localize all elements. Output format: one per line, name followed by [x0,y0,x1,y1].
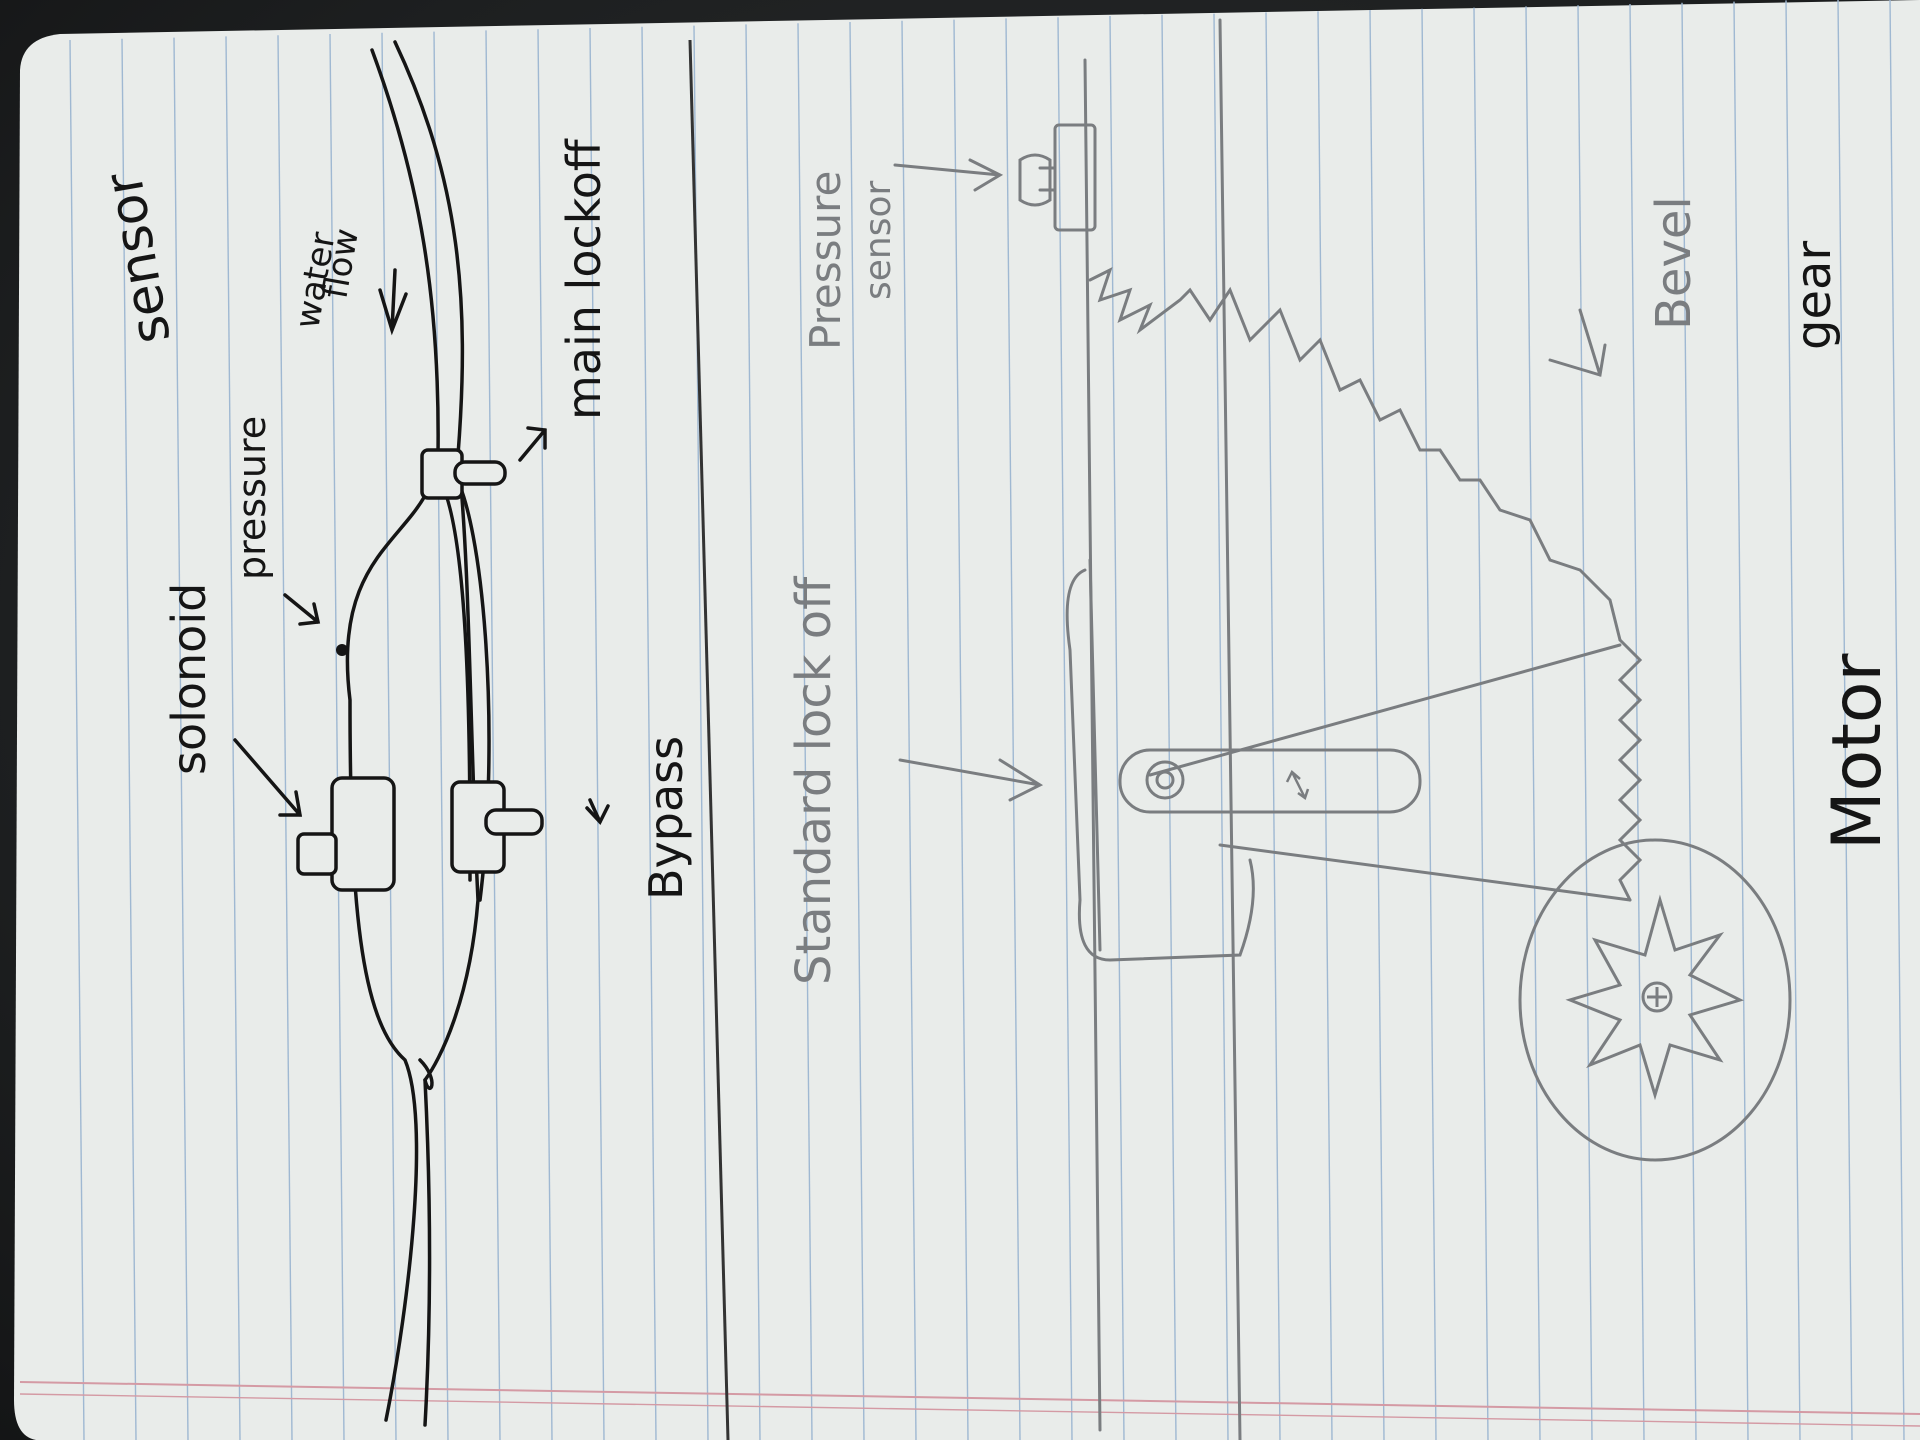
ruled-line [953,19,969,1440]
label-standard-lockoff: Standard lock off [786,576,842,985]
ruled-line [329,33,345,1440]
label-main-lockoff: main lockoff [557,138,611,420]
double-arrow-icon [1285,769,1310,801]
ruled-line [1109,15,1125,1440]
ruled-line [1265,12,1281,1440]
section-divider [688,39,730,1440]
label-bypass: Bypass [639,736,693,900]
ruled-line [537,29,553,1440]
label-solonoid: solonoid [162,583,216,775]
ruled-line [433,31,449,1440]
ruled-line [1005,18,1021,1440]
ruled-line [1369,9,1385,1440]
ruled-line [1681,2,1697,1440]
main-lockoff-valve [420,448,507,500]
ruled-line [1213,13,1229,1440]
bypass-valve [450,780,544,874]
ruled-line [381,32,397,1440]
ruled-line [1889,0,1905,1440]
arrow-left-icon [378,268,408,336]
label-bevel: Bevel [1646,196,1702,330]
ruled-line [173,37,189,1440]
margin-line-2 [19,1393,1920,1427]
ruled-line [121,38,137,1440]
ruled-line [1629,3,1645,1440]
ruled-line [1473,7,1489,1440]
ruled-line [485,30,501,1440]
ruled-line [1161,14,1177,1440]
ruled-line [1837,0,1853,1440]
margin-line [19,1381,1920,1415]
ruled-line [225,36,241,1440]
ruled-line [901,20,917,1440]
lockoff-mechanism [893,18,1792,1440]
ruled-line [849,21,865,1440]
ruled-line [797,23,813,1440]
ruled-line [69,39,85,1440]
ruled-line [1733,1,1749,1440]
paper-sheet [14,0,1920,1440]
ruled-line [277,35,293,1440]
label-gear: gear [1786,241,1842,350]
gear-icon [1565,894,1745,1101]
label-motor: Motor [1818,653,1897,850]
ruled-line [641,26,657,1440]
ruled-line [1525,6,1541,1440]
label-sensor-bottom: sensor [858,180,899,300]
label-pressure-bottom: Pressure [801,171,850,350]
ruled-line [1057,17,1073,1440]
arrow-pointer-icon [233,426,610,826]
solenoid [296,776,396,892]
ruled-line [1421,8,1437,1440]
ruled-line [1785,0,1801,1440]
ruled-line [1577,5,1593,1440]
ruled-line [589,27,605,1440]
pressure-sensor-dot [336,644,348,656]
label-pressure-top: pressure [230,416,274,580]
ruled-line [745,24,761,1440]
